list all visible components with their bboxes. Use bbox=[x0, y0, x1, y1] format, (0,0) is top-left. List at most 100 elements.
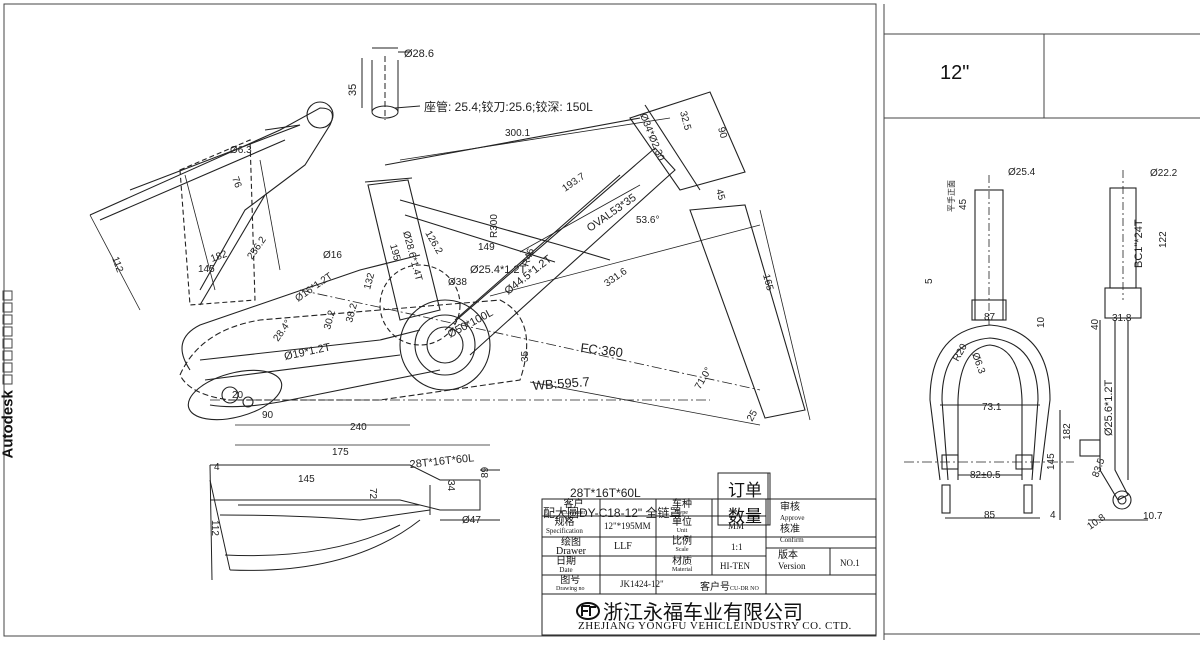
dim-38: Ø38 bbox=[448, 277, 467, 288]
dim-34: 34 bbox=[445, 480, 456, 492]
main-border bbox=[4, 4, 876, 636]
dim-76: 76 bbox=[229, 175, 243, 190]
tb-version-value: NO.1 bbox=[840, 558, 860, 568]
tb-material-en: Material bbox=[672, 566, 692, 575]
dim-145: 145 bbox=[198, 264, 215, 275]
fork-dim-31-8: 31.8 bbox=[1112, 313, 1132, 324]
dim-47: Ø47 bbox=[462, 515, 481, 526]
dim-wb: WB:595.7 bbox=[532, 374, 590, 393]
tb-version: 版本 Version bbox=[778, 550, 806, 572]
dim-71: 71.0° bbox=[693, 366, 714, 392]
dim-175: 175 bbox=[332, 447, 349, 458]
tb-type-cn: 车种 bbox=[672, 500, 692, 509]
dim-45: 45 bbox=[713, 188, 727, 202]
dim-90: 90 bbox=[715, 126, 729, 140]
dim-38-2: 38.2 bbox=[344, 302, 360, 324]
dim-331-6: 331.6 bbox=[602, 266, 629, 290]
dim-20: 20 bbox=[232, 390, 244, 401]
fork-dim-10: 10 bbox=[1036, 316, 1047, 328]
company-logo-icon bbox=[576, 602, 600, 620]
dim-256-2: 256.2 bbox=[245, 235, 269, 262]
autodesk-left: Autodesk bbox=[0, 199, 17, 459]
fork-dim-10-7: 10.7 bbox=[1143, 511, 1163, 522]
autodesk-right-label: Autodesk bbox=[1197, 206, 1200, 274]
dim-145b: 145 bbox=[298, 474, 315, 485]
fork-dim-85: 85 bbox=[984, 510, 996, 521]
size-title: 12" bbox=[940, 62, 969, 85]
fork-dim-22-2: Ø22.2 bbox=[1150, 168, 1178, 179]
dim-53-6: 53.6° bbox=[636, 215, 659, 226]
tb-drawingno-cn: 图号 bbox=[556, 576, 585, 585]
tb-date-en: Date bbox=[556, 566, 576, 575]
dim-r300: R300 bbox=[489, 214, 500, 238]
company-name-en: ZHEJIANG YONGFU VEHICLEINDUSTRY CO. CTD. bbox=[578, 620, 852, 632]
fork-dim-tube: Ø25.6*1.2T bbox=[1103, 379, 1115, 436]
tb-spec-value: 12"*195MM bbox=[604, 521, 651, 531]
tb-spec: 规格 Specification bbox=[546, 518, 583, 536]
dim-90b: 90 bbox=[262, 410, 274, 421]
dim-19: Ø19*1.2T bbox=[283, 341, 332, 363]
dim-300-1: 300.1 bbox=[505, 128, 530, 139]
tb-version-cn: 版本 bbox=[778, 550, 806, 561]
fork-dim-5: 5 bbox=[924, 278, 935, 284]
tb-approve-en: Approve bbox=[780, 513, 805, 524]
seat-tube-note: 座管: 25.4;铰刀:25.6;铰深: 150L bbox=[424, 99, 593, 114]
dim-seat-dia: Ø28.6 bbox=[404, 48, 434, 60]
dim-4: 4 bbox=[214, 462, 220, 473]
tb-custno-cn: 客户号 bbox=[700, 582, 730, 593]
fork-dim-40: 40 bbox=[1090, 318, 1101, 330]
fork-dim-82: 82±0.5 bbox=[970, 470, 1001, 481]
tb-confirm-en: Confirm bbox=[780, 535, 804, 546]
dim-16: Ø16 bbox=[323, 250, 342, 261]
autodesk-right: Autodesk bbox=[1197, 206, 1200, 456]
tb-spec-en: Specification bbox=[546, 527, 583, 536]
dim-149: 149 bbox=[478, 242, 495, 253]
fork-dims: Ø25.4 平手正面 45 Ø22.2 BC1"*24T 122 5 87 10… bbox=[924, 167, 1178, 532]
tb-version-en: Version bbox=[778, 561, 806, 572]
tb-custno: 客户号CU-DR NO bbox=[700, 578, 759, 593]
main-dims: 300.1 32.5 90 Ø6.3 76 Ø34*Ø2.30 193.7 12… bbox=[109, 110, 775, 536]
fork-dim-182: 182 bbox=[1062, 423, 1073, 440]
tb-unit-value: MM bbox=[728, 521, 744, 531]
dim-28-6: Ø28.6*1.4T bbox=[400, 230, 424, 282]
tb-unit-cn: 单位 bbox=[672, 518, 692, 527]
dim-32-5: 32.5 bbox=[677, 110, 693, 132]
tb-drawer-en: Drawer bbox=[556, 547, 586, 556]
fork-dim-4: 4 bbox=[1050, 510, 1056, 521]
tb-date: 日期 Date bbox=[556, 557, 576, 575]
fork-dim-87: 87 bbox=[984, 312, 996, 323]
dim-112: 112 bbox=[109, 255, 125, 274]
dim-fc: FC:360 bbox=[580, 340, 624, 360]
tb-material-value: HI-TEN bbox=[720, 561, 750, 571]
dim-seat-len: 35 bbox=[347, 84, 359, 96]
fork-dim-145: 145 bbox=[1046, 453, 1057, 470]
tb-type: 车种 Type bbox=[672, 500, 692, 518]
dim-28-4: 28.4° bbox=[271, 318, 293, 344]
tb-confirm: 核准 Confirm bbox=[780, 524, 804, 546]
tb-scale: 比例 Scale bbox=[672, 537, 692, 555]
autodesk-left-label: Autodesk bbox=[0, 390, 17, 458]
tb-drawingno-en: Drawing no bbox=[556, 585, 585, 594]
dim-25: 25 bbox=[745, 408, 760, 424]
fork-dim-83-5: 83.5 bbox=[1090, 457, 1107, 479]
tb-confirm-cn: 核准 bbox=[780, 524, 804, 535]
chainguard-spec: 28T*16T*60L bbox=[570, 486, 641, 500]
dim-132: 132 bbox=[362, 271, 377, 290]
dim-gear: 28T*16T*60L bbox=[409, 452, 475, 471]
dim-16-1-2: Ø16*1.2T bbox=[293, 271, 334, 305]
tb-scale-en: Scale bbox=[672, 546, 692, 555]
tb-spec-cn: 规格 bbox=[546, 518, 583, 527]
dim-toptube: Ø25.4*1.2T bbox=[470, 264, 527, 276]
dim-6-3: Ø6.3 bbox=[230, 145, 252, 156]
fork-dim-45: 45 bbox=[958, 198, 969, 210]
tb-drawingno-value: JK1424-12" bbox=[620, 579, 664, 589]
dim-195: 195 bbox=[387, 243, 402, 262]
tb-scale-cn: 比例 bbox=[672, 537, 692, 546]
tb-date-cn: 日期 bbox=[556, 557, 576, 566]
dim-112b: 112 bbox=[209, 520, 220, 536]
tb-unit-en: Unit bbox=[672, 527, 692, 536]
dim-193-7: 193.7 bbox=[560, 171, 587, 195]
tb-unit: 单位 Unit bbox=[672, 518, 692, 536]
